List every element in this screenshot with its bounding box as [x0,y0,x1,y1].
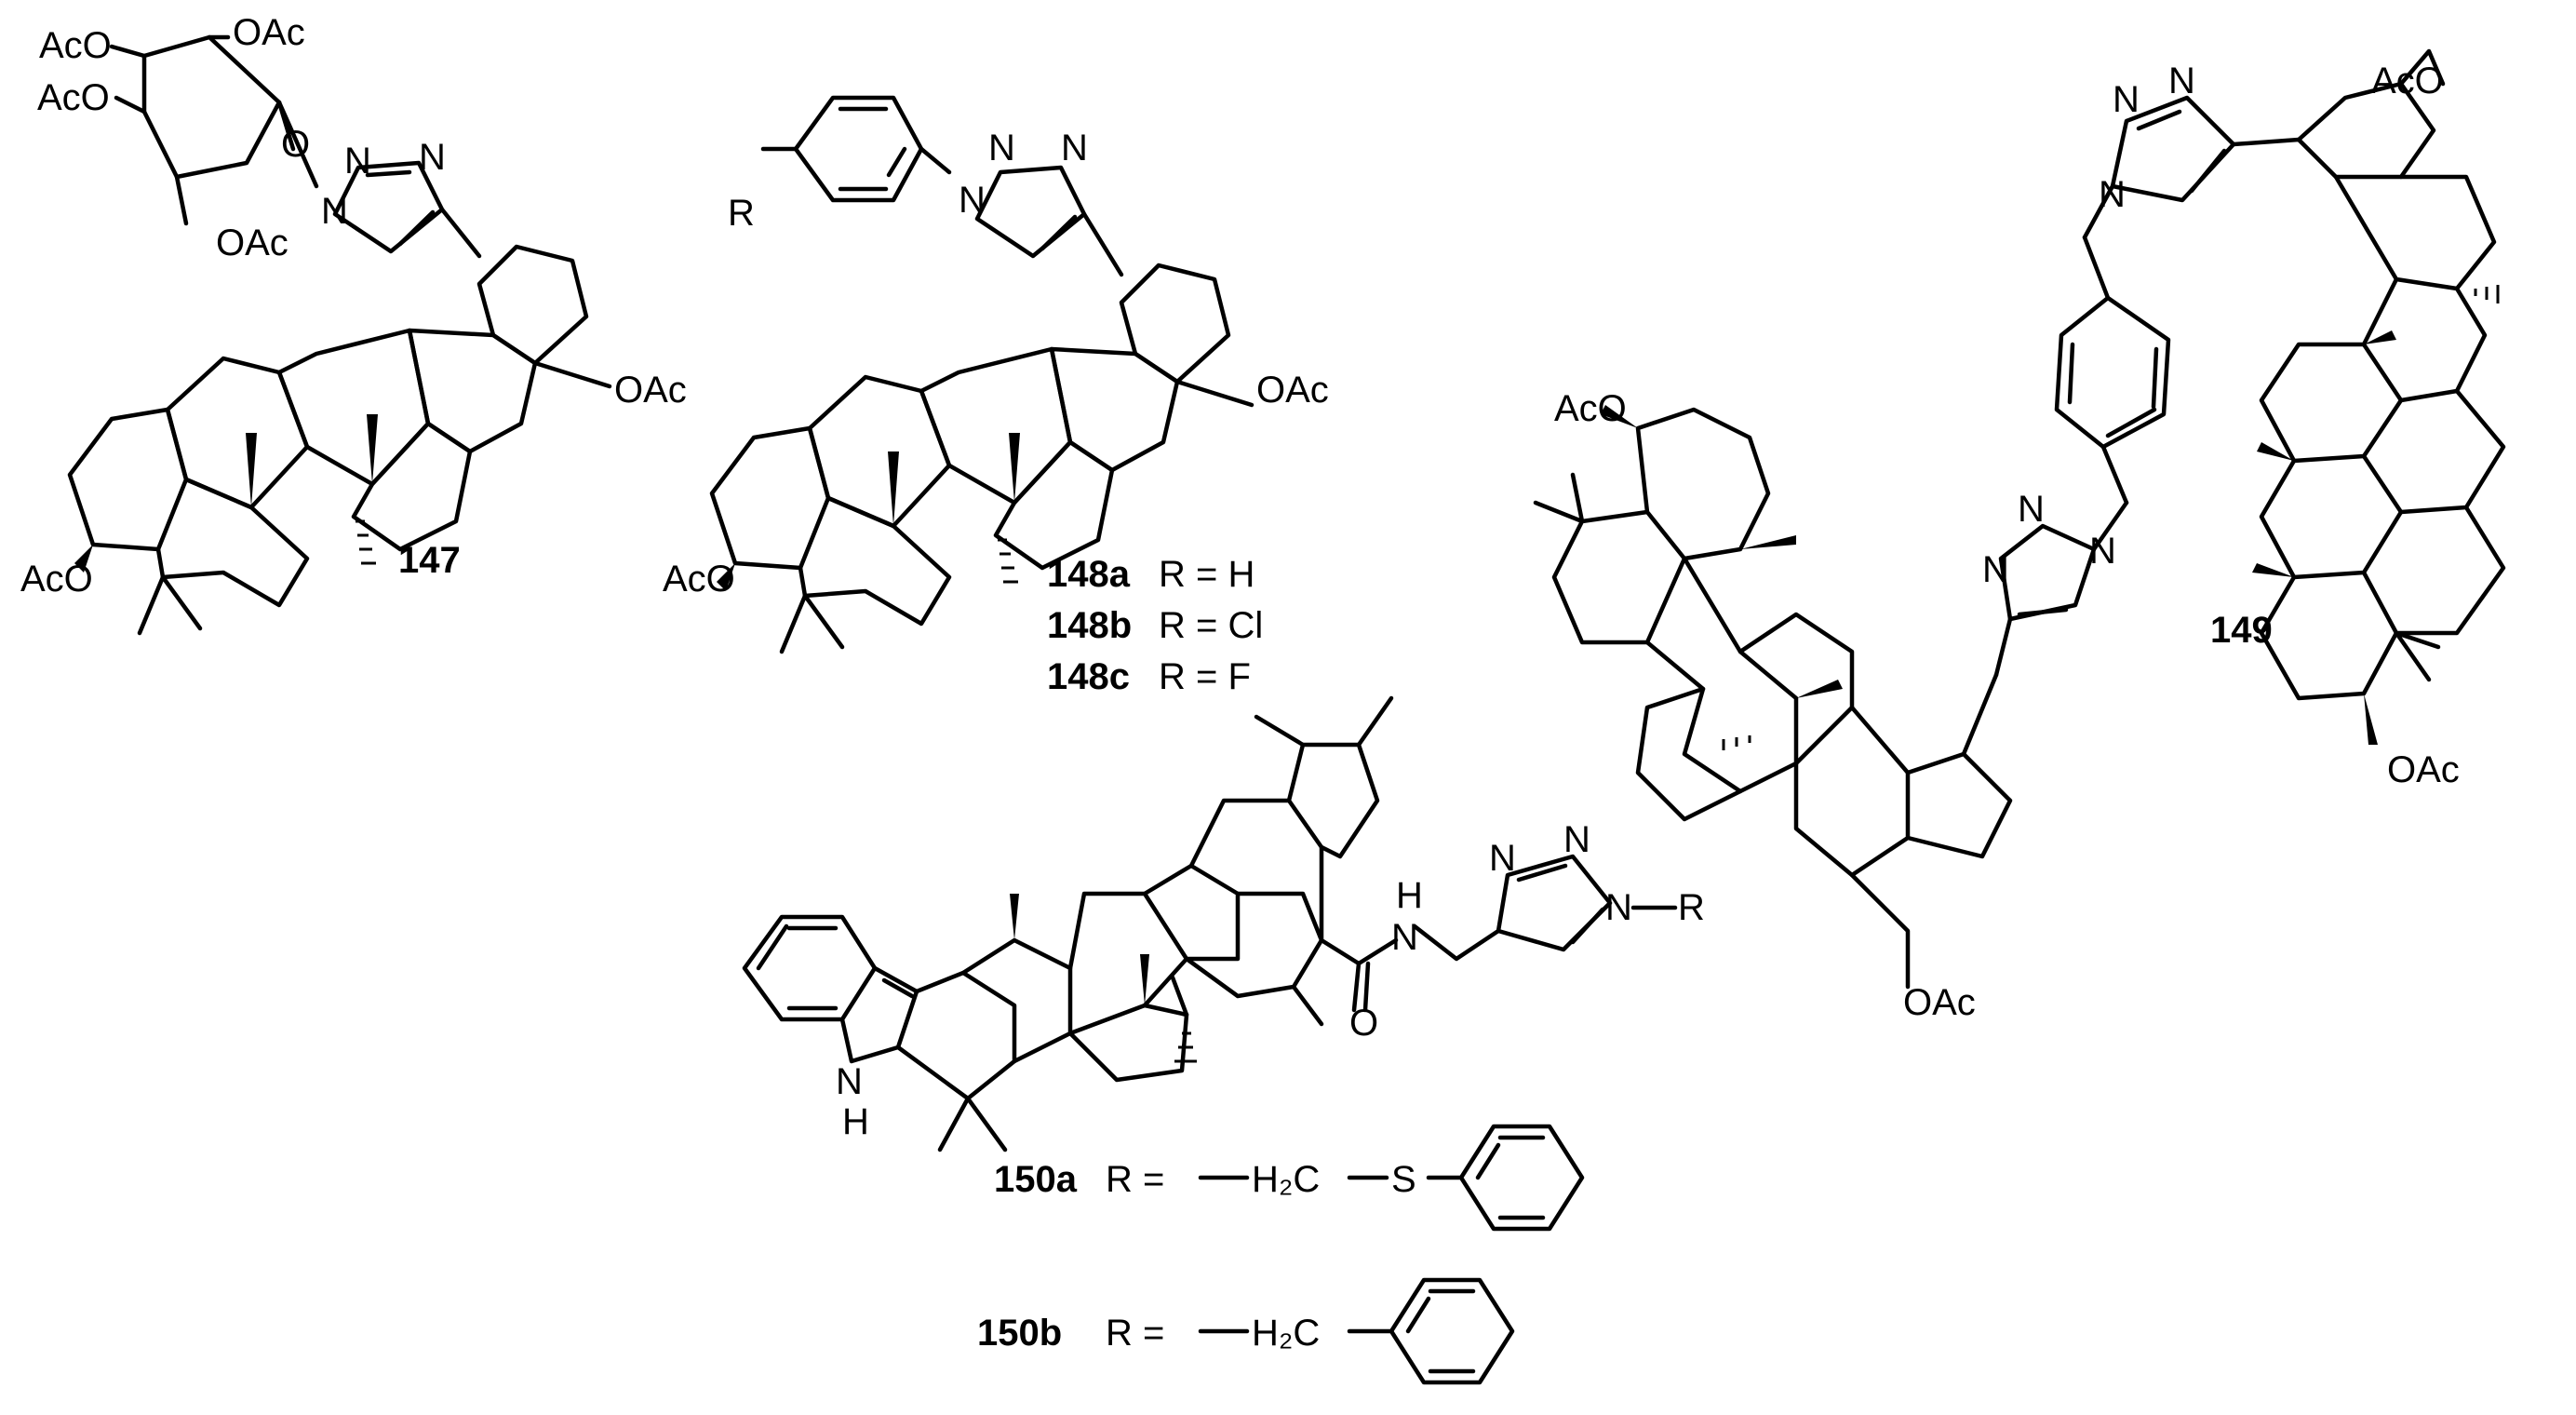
atom-o-ring: O [281,124,310,165]
compound-148c-label: 148c R = F [1047,656,1251,697]
compound-150a-label: 150a R = H₂C S [994,1159,1416,1200]
compound-id-148a: 148a [1047,554,1131,595]
atom-aco-3: AcO [20,559,93,600]
compound-id-148c: 148c [1047,656,1130,697]
atom-oac-148: OAc [1256,370,1329,411]
atom-aco-2: AcO [37,77,110,118]
atom-n2-148: N [988,128,1015,168]
atom-n-150-c: N [1605,887,1632,928]
atom-n-149-f: N [1982,549,2009,590]
atom-n1: N [321,191,348,232]
compound-147-structure [67,34,612,636]
atom-oac-149-bottom: OAc [1903,982,1976,1023]
atom-r-148: R [728,193,755,234]
atom-s-150a: S [1391,1159,1416,1200]
compound-148-labels: R N N N OAc AcO 148a R = H 148b R = Cl 1… [663,128,1329,697]
atom-o-amide: O [1349,1003,1378,1044]
atom-n-150-b: N [1563,819,1590,860]
atom-n-149-c: N [2099,174,2126,215]
atom-n-indole: N [836,1061,863,1102]
compound-148-structure [709,95,1254,654]
atom-n1-148: N [959,180,986,221]
atom-aco-149-top: AcO [2371,61,2444,101]
atom-n-149-d: N [2089,531,2116,572]
atom-oac-2: OAc [216,222,288,263]
atom-n-amide: N [1391,917,1418,958]
compound-148a-label: 148a R = H [1047,554,1254,595]
atom-oac-149-right: OAc [2387,749,2460,790]
atom-aco-1: AcO [39,25,112,66]
atom-n3-148: N [1061,128,1088,168]
compound-149-labels: AcO N N N N N N AcO OAc OAc 149 [1554,61,2460,1023]
compound-147-labels: AcO AcO OAc OAc O N N N OAc AcO 147 [20,12,687,600]
compound-150-labels: N H O N H N N N R 150a R = H₂C S 150b R … [836,819,1705,1354]
compound-150b-label: 150b R = H₂C [977,1313,1320,1354]
compound-desc-148b: R = Cl [1159,605,1263,646]
compound-149-structure [1533,48,2506,990]
compound-148b-label: 148b R = Cl [1047,605,1263,646]
atom-h-amide: H [1396,875,1423,916]
atom-n-150-a: N [1489,838,1516,879]
compound-150-structure [742,695,1678,1385]
atom-n-149-a: N [2113,79,2140,120]
atom-oac-1: OAc [233,12,305,53]
atom-n-149-b: N [2168,61,2195,101]
atom-n-149-e: N [2018,489,2045,530]
compound-id-150b: 150b [977,1313,1062,1354]
compound-id-148b: 148b [1047,605,1132,646]
compound-id-150a: 150a [994,1159,1078,1200]
atom-h-indole: H [842,1101,869,1142]
atom-n3: N [419,137,446,178]
compound-desc-148c: R = F [1159,656,1251,697]
compound-desc-148a: R = H [1159,554,1254,595]
compound-id-149: 149 [2210,610,2273,651]
compound-desc-150b: R = [1106,1313,1164,1354]
atom-h2c-150b: H₂C [1252,1313,1320,1354]
atom-aco-148: AcO [663,559,735,600]
compound-desc-150a: R = [1106,1159,1164,1200]
atom-h2c-150a: H₂C [1252,1159,1320,1200]
atom-r-150: R [1678,887,1705,928]
atom-n2: N [344,141,371,182]
atom-aco-149-left: AcO [1554,388,1627,429]
atom-oac-3: OAc [614,370,687,411]
compound-id-147: 147 [398,540,461,581]
